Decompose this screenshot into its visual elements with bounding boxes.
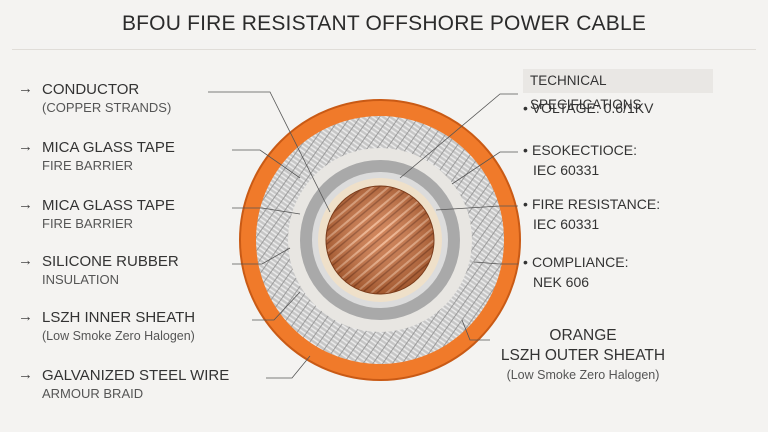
arrow-right-icon: → [18, 138, 33, 155]
bullet-icon: • [523, 142, 528, 158]
label-sub: ARMOUR BRAID [42, 386, 144, 401]
spec-voltage: • VOLTAGE: 0.6/1KV [523, 100, 654, 116]
title-divider [12, 49, 756, 50]
label-main: GALVANIZED STEEL WIRE [42, 367, 230, 384]
arrow-right-icon: → [18, 196, 33, 213]
outer-label-line3: (Low Smoke Zero Halogen) [506, 368, 660, 382]
outer-label-line2: LSZH OUTER SHEATH [500, 347, 666, 364]
page-title: BFOU FIRE RESISTANT OFFSHORE POWER CABLE [121, 12, 647, 35]
outer-label-line1: ORANGE [549, 327, 617, 344]
label-sub: INSULATION [42, 272, 120, 287]
label-sub: (COPPER STRANDS) [42, 100, 172, 115]
spec-smoke: •ESOKECTIOCE: IEC 60331 [523, 140, 637, 180]
arrow-right-icon: → [18, 308, 33, 325]
spec-compliance: •COMPLIANCE: NEK 606 [523, 252, 628, 292]
spec-smoke-label: ESOKECTIOCE: [532, 142, 638, 158]
label-sub: FIRE BARRIER [42, 158, 134, 173]
arrow-right-icon: → [18, 252, 33, 269]
spec-fire-value: IEC 60331 [533, 216, 600, 232]
label-main: CONDUCTOR [42, 81, 140, 98]
leader-lines [208, 91, 518, 379]
label-main: MICA GLASS TAPE [42, 197, 175, 214]
arrow-right-icon: → [18, 80, 33, 97]
spec-compliance-value: NEK 606 [533, 274, 590, 290]
label-outer-sheath: ORANGE LSZH OUTER SHEATH (Low Smoke Zero… [478, 326, 688, 384]
spec-fire: •FIRE RESISTANCE: IEC 60331 [523, 194, 660, 234]
spec-heading: TECHNICAL SPECIFICATIONS [523, 69, 713, 112]
label-main: SILICONE RUBBER [42, 253, 179, 270]
bullet-icon: • [523, 196, 528, 212]
arrow-right-icon: → [18, 366, 33, 383]
label-main: MICA GLASS TAPE [42, 139, 175, 156]
bullet-icon: • [523, 254, 528, 270]
copper-conductor [325, 185, 435, 295]
label-sub: (Low Smoke Zero Halogen) [42, 329, 195, 343]
spec-smoke-value: IEC 60331 [533, 162, 600, 178]
label-main: LSZH INNER SHEATH [42, 309, 196, 326]
label-sub: FIRE BARRIER [42, 216, 134, 231]
spec-fire-label: FIRE RESISTANCE: [532, 196, 661, 212]
spec-compliance-label: COMPLIANCE: [532, 254, 629, 270]
